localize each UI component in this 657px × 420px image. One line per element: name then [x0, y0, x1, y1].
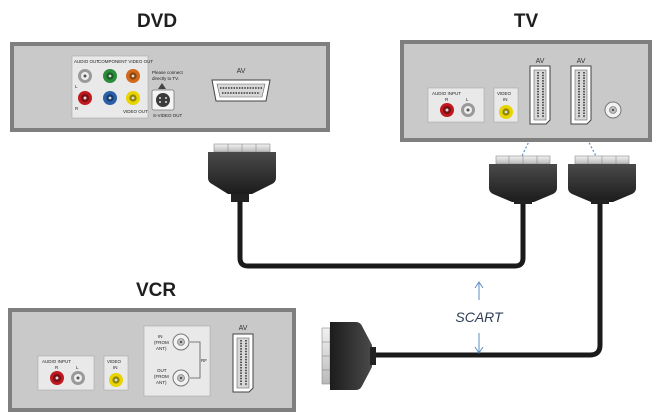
tv-av2-link-line	[579, 124, 599, 161]
tv-video-in-label-2: IN	[503, 97, 508, 102]
tv-av2-label: AV	[577, 58, 586, 65]
scart-up-arrow-icon	[474, 281, 484, 289]
tv-title: TV	[514, 11, 539, 32]
tv-av1-scart-socket[interactable]	[529, 65, 551, 125]
dvd-scart-plug	[208, 143, 276, 202]
dvd-jack-area	[71, 55, 149, 119]
tv-av2-scart-socket[interactable]	[570, 65, 592, 125]
dvd-audio-right-jack[interactable]	[78, 91, 92, 105]
vcr-video-in-label-2: IN	[113, 365, 118, 370]
dvd-scart-socket[interactable]	[211, 79, 271, 102]
dvd-svideo-arrow-icon	[158, 83, 166, 89]
tv-av1-scart-plug	[489, 155, 557, 204]
vcr-audio-right-jack[interactable]	[50, 371, 64, 385]
vcr-rf-in-label-1: IN	[158, 334, 163, 339]
vcr-rf-out-label-3: ANT)	[156, 380, 167, 385]
dvd-svideo-out-jack[interactable]	[151, 89, 175, 111]
scart-cable-dvd-to-tv	[237, 200, 526, 269]
dvd-component-label: COMPONENT VIDEO OUT	[98, 59, 153, 64]
dvd-title: DVD	[137, 11, 177, 32]
vcr-audio-left-jack[interactable]	[71, 371, 85, 385]
dvd-svideo-note-1: Please connect	[152, 70, 184, 75]
tv-audio-input-label: AUDIO INPUT	[432, 91, 461, 96]
vcr-rf-out-jack[interactable]	[172, 369, 190, 387]
tv-l-label: L	[466, 97, 469, 102]
dvd-audio-out-label: AUDIO OUT	[74, 59, 99, 64]
dvd-svideo-label: S-VIDEO OUT	[153, 113, 183, 118]
vcr-rf-label: RF	[201, 358, 207, 363]
vcr-video-in-jack[interactable]	[109, 373, 123, 387]
vcr-audio-input-label: AUDIO INPUT	[42, 359, 71, 364]
dvd-video-out-label: VIDEO OUT	[123, 109, 148, 114]
dvd-component-y-jack[interactable]	[103, 69, 117, 83]
vcr-rf-in-jack[interactable]	[172, 333, 190, 351]
vcr-scart-plug	[321, 322, 376, 390]
tv-audio-right-jack[interactable]	[440, 103, 454, 117]
vcr-rf-out-label-1: OUT	[157, 368, 167, 373]
scart-cable-vcr-to-tv	[372, 200, 603, 358]
dvd-video-out-jack[interactable]	[126, 91, 140, 105]
tv-device: AUDIO INPUT R L VIDEO IN AV AV	[400, 40, 652, 142]
scart-label: SCART	[455, 309, 504, 325]
tv-audio-input-box	[427, 87, 485, 123]
dvd-component-pr-jack[interactable]	[126, 69, 140, 83]
vcr-device: AUDIO INPUT R L VIDEO IN IN (FROM ANT) O…	[8, 308, 296, 412]
vcr-r-label: R	[55, 365, 59, 370]
tv-av2-scart-plug	[568, 155, 636, 204]
vcr-av-label: AV	[239, 325, 248, 332]
vcr-l-label: L	[76, 365, 79, 370]
dvd-panel	[14, 46, 326, 128]
vcr-audio-input-box	[37, 355, 95, 391]
dvd-component-pb-jack[interactable]	[103, 91, 117, 105]
tv-video-in-jack[interactable]	[499, 105, 513, 119]
dvd-l-label: L	[75, 84, 78, 89]
vcr-rf-bracket	[190, 341, 201, 379]
tv-av1-link-line	[519, 124, 538, 161]
tv-av1-label: AV	[536, 58, 545, 65]
tv-video-in-label-1: VIDEO	[497, 91, 512, 96]
scart-callout: SCART	[455, 281, 504, 354]
dvd-svideo-note-2: directly to TV.	[152, 76, 179, 81]
scart-down-arrow-icon	[474, 346, 484, 354]
dvd-av-label: AV	[237, 68, 246, 75]
dvd-audio-left-jack[interactable]	[78, 69, 92, 83]
dvd-device: AUDIO OUT COMPONENT VIDEO OUT L R VIDEO …	[10, 42, 330, 132]
tv-r-label: R	[445, 97, 449, 102]
vcr-rf-out-label-2: (FROM	[154, 374, 169, 379]
tv-audio-left-jack[interactable]	[461, 103, 475, 117]
vcr-rf-in-label-2: (FROM	[154, 340, 169, 345]
tv-antenna-jack[interactable]	[604, 101, 622, 119]
vcr-video-in-label-1: VIDEO	[107, 359, 122, 364]
dvd-r-label: R	[75, 106, 79, 111]
vcr-rf-in-label-3: ANT)	[156, 346, 167, 351]
vcr-scart-socket[interactable]	[232, 333, 254, 393]
vcr-title: VCR	[136, 280, 176, 301]
